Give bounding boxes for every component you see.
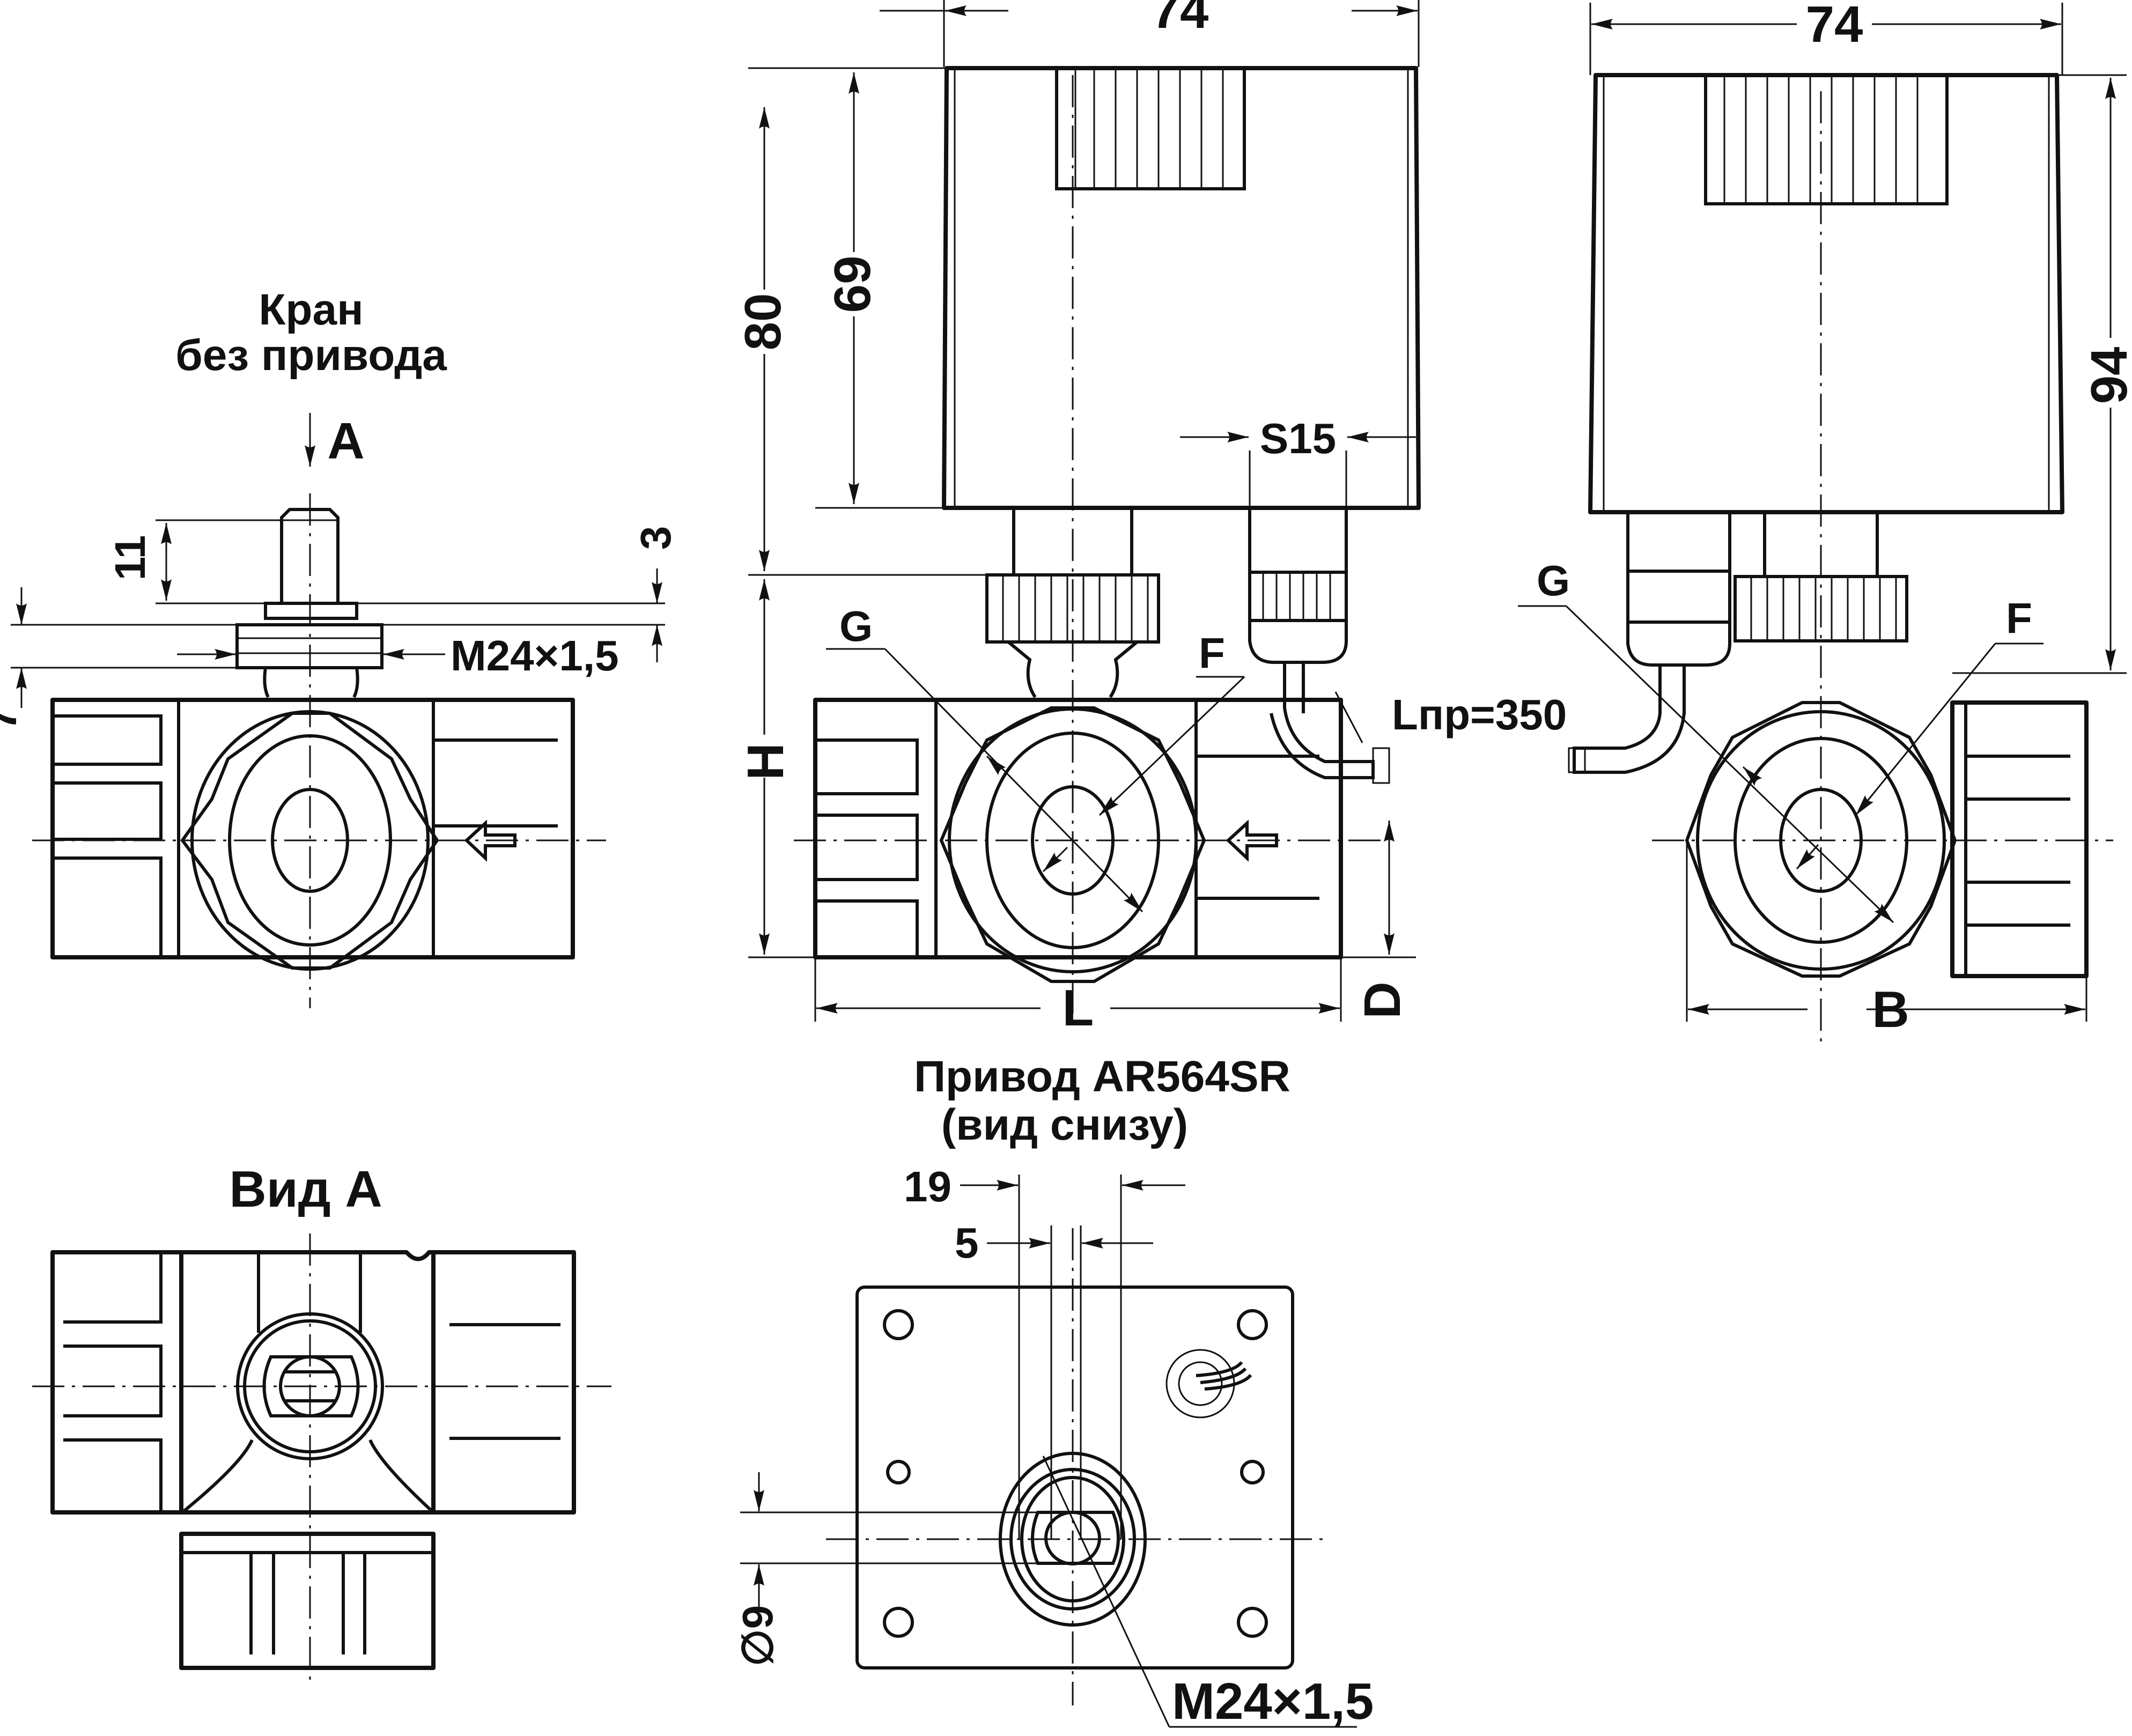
- knurled-nut-side: [1733, 575, 1908, 642]
- dim-body-height: 69: [824, 256, 881, 313]
- label-f: F: [1199, 629, 1225, 677]
- dim-collar: 3: [632, 526, 680, 550]
- dim-5: 5: [955, 1219, 979, 1267]
- actuator-housing: [942, 66, 1421, 510]
- dim-nut-height: 7: [0, 707, 25, 731]
- mounting-hole: [1237, 1607, 1268, 1638]
- mounting-hole: [886, 1460, 911, 1484]
- cable-length-label: Lпр=350: [1392, 691, 1567, 738]
- valve-with-actuator-front-view: 74 80 69: [734, 0, 1567, 1037]
- label-l: L: [1063, 979, 1094, 1037]
- valve-title-line2: без привода: [175, 331, 447, 380]
- stem-collar: [264, 602, 358, 620]
- mounting-hole: [1240, 1460, 1265, 1484]
- valve-port-side: [1950, 700, 2089, 978]
- dim-cable-gland: S15: [1260, 415, 1336, 462]
- mounting-hole: [883, 1309, 914, 1340]
- view-a-marker: A: [327, 412, 364, 470]
- bottom-port: [179, 1532, 436, 1670]
- view-a: Вид A: [32, 1161, 611, 1684]
- actuator-thread-label: M24×1,5: [1172, 1673, 1374, 1730]
- actuator-title-line1: Привод AR564SR: [914, 1052, 1290, 1101]
- label-g-side: G: [1537, 557, 1570, 604]
- cable-wires-icon: [1196, 1361, 1252, 1391]
- dim-total-height-side: 94: [2081, 347, 2132, 404]
- thread-label: M24×1,5: [451, 632, 619, 679]
- label-b: B: [1872, 981, 1909, 1038]
- label-d: D: [1354, 981, 1411, 1018]
- valve-body: [813, 698, 1343, 959]
- mounting-hole: [1237, 1309, 1268, 1340]
- label-g: G: [839, 602, 873, 650]
- actuator-housing-side: [1588, 73, 2064, 514]
- right-port: [431, 1250, 576, 1515]
- dim-diameter: ∅9: [734, 1605, 781, 1666]
- dim-19: 19: [904, 1163, 951, 1210]
- valve-body: [50, 698, 575, 959]
- label-f-side: F: [2006, 594, 2032, 642]
- cable-entry: [1165, 1349, 1235, 1419]
- dim-stem-height: 11: [106, 535, 154, 581]
- cable: [1270, 662, 1375, 779]
- actuator-title-line2: (вид снизу): [941, 1100, 1188, 1149]
- actuator-stem-socket: [1031, 1511, 1120, 1565]
- valve-title-line1: Кран: [259, 285, 363, 334]
- actuator-bottom-view: Привод AR564SR (вид снизу) 19 5: [734, 1052, 1374, 1730]
- valve-hex-side: [1685, 701, 1957, 978]
- dim-total-height: 80: [734, 293, 792, 351]
- actuator-base-plate: [855, 1286, 1294, 1669]
- label-h: H: [737, 743, 794, 780]
- cable-gland: [1248, 506, 1348, 574]
- dim-actuator-width-side: 74: [1806, 0, 1863, 53]
- grip-ribs: [1074, 68, 1224, 189]
- actuator-grip: [1055, 67, 1246, 190]
- dim-actuator-width: 74: [1152, 0, 1209, 39]
- valve-with-actuator-side-view: 74 94: [1518, 0, 2132, 1046]
- cable-gland-side: [1626, 511, 1731, 573]
- stem-flat: [262, 1355, 360, 1417]
- valve-without-actuator-view: Кран без привода A 11 3: [0, 285, 680, 1008]
- view-a-title: Вид A: [229, 1161, 382, 1218]
- actuator-grip-side: [1704, 73, 1949, 205]
- cable-side: [1573, 665, 1686, 774]
- mounting-hole: [883, 1607, 914, 1638]
